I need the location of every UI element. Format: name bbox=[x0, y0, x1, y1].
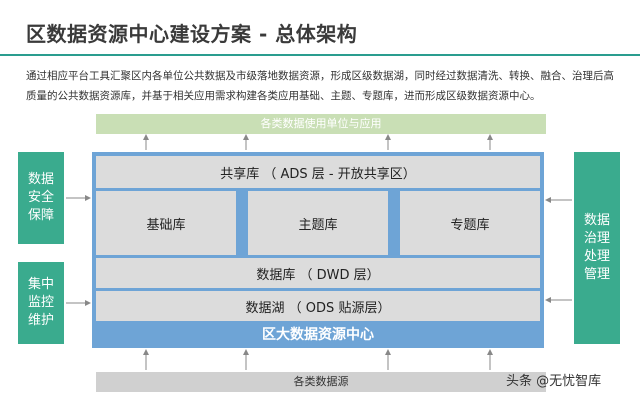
monitoring-panel: 集中监控维护 bbox=[18, 262, 64, 344]
ods-layer: 数据湖 （ ODS 贴源层） bbox=[96, 291, 540, 321]
page-title: 区数据资源中心建设方案 - 总体架构 bbox=[26, 22, 358, 46]
monitoring-label: 集中监控维护 bbox=[27, 277, 54, 328]
description-text: 通过相应平台工具汇聚区内各单位公共数据及市级落地数据资源，形成区级数据湖，同时经… bbox=[26, 70, 614, 102]
data-center-block: 共享库 （ ADS 层 - 开放共享区） 基础库 主题库 专题库 数据库 （ D… bbox=[92, 152, 544, 348]
governance-panel: 数据治理处理管理 bbox=[574, 152, 620, 344]
data-consumers-band: 各类数据使用单位与应用 bbox=[96, 114, 546, 134]
base-library: 基础库 bbox=[96, 191, 236, 255]
data-security-label: 数据安全保障 bbox=[27, 172, 54, 223]
data-sources-band: 各类数据源 bbox=[96, 372, 546, 392]
data-security-panel: 数据安全保障 bbox=[18, 152, 64, 244]
ads-layer: 共享库 （ ADS 层 - 开放共享区） bbox=[96, 156, 540, 188]
governance-label: 数据治理处理管理 bbox=[583, 213, 610, 282]
theme-library: 主题库 bbox=[248, 191, 388, 255]
watermark: 头条 @无忧智库 bbox=[506, 374, 602, 389]
title-divider bbox=[0, 54, 640, 56]
data-center-label: 区大数据资源中心 bbox=[262, 327, 374, 343]
dwd-layer: 数据库 （ DWD 层） bbox=[96, 258, 540, 288]
special-library: 专题库 bbox=[400, 191, 540, 255]
